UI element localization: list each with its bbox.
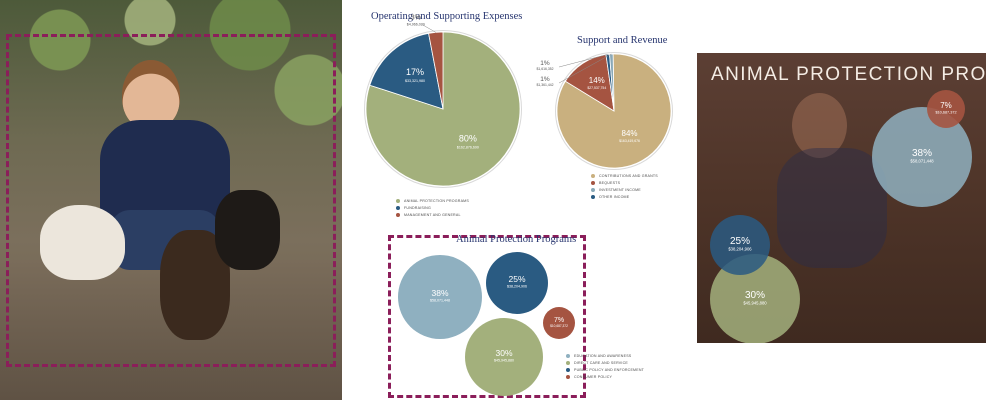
bubble xyxy=(927,90,965,128)
legend-swatch xyxy=(591,173,595,178)
overlay-title: ANIMAL PROTECTION PROGRAMS xyxy=(711,64,986,85)
leader-line xyxy=(421,24,436,33)
legend-swatch xyxy=(566,374,570,379)
slice-amount-label: $163,419,676 xyxy=(619,139,640,143)
pie-slice xyxy=(609,53,615,112)
slice-amount-label: $4,966,029 xyxy=(407,22,425,26)
programs-highlight-frame xyxy=(388,235,586,398)
bubble-percent-label: 38% xyxy=(431,288,448,298)
bubble xyxy=(710,215,770,275)
legend-item: Animal Protection Programs xyxy=(396,197,469,204)
slice-percent-label: 1% xyxy=(540,60,550,67)
legend-item: Contributions and Grants xyxy=(591,172,658,179)
slice-percent-label: 1% xyxy=(540,76,550,83)
expenses-legend: Animal Protection Programs Fundraising M… xyxy=(396,197,469,218)
overlay-photo-body xyxy=(777,148,887,268)
revenue-chart-title: Support and Revenue xyxy=(577,35,668,46)
bubble xyxy=(872,107,972,207)
bubble-percent-label: 25% xyxy=(508,274,525,284)
legend-label: Other Income xyxy=(599,194,630,199)
bubble-percent-label: 38% xyxy=(912,148,932,159)
bubble-amount-label: $38,204,906 xyxy=(728,247,752,252)
legend-label: Bequests xyxy=(599,180,621,185)
bubble xyxy=(710,254,800,343)
legend-swatch xyxy=(396,205,400,210)
legend-label: Education and Awareness xyxy=(574,353,632,358)
slice-amount-label: $33,321,980 xyxy=(405,79,425,83)
pie-outline xyxy=(364,30,522,188)
overlay-bubble-chart: 38%$58,071,448 30%$45,945,880 25%$38,204,9… xyxy=(710,90,972,343)
revenue-pie-chart: 84%$163,419,67614%$27,537,7541%$1,616,35… xyxy=(537,52,673,170)
legend-item: Other Income xyxy=(591,193,658,200)
legend-item: Management and General xyxy=(396,211,469,218)
programs-legend: Education and Awareness Direct Care and … xyxy=(566,352,644,380)
legend-item: Education and Awareness xyxy=(566,352,644,359)
legend-item: Direct Care and Service xyxy=(566,359,644,366)
bubble-percent-label: 30% xyxy=(745,290,765,301)
legend-item: Bequests xyxy=(591,179,658,186)
legend-swatch xyxy=(591,180,595,185)
bubble-percent-label: 25% xyxy=(730,236,750,247)
bubble-amount-label: $58,071,448 xyxy=(430,299,450,303)
slice-percent-label: 84% xyxy=(622,129,638,138)
legend-swatch xyxy=(566,353,570,358)
pie-outline xyxy=(555,52,673,170)
legend-swatch xyxy=(591,187,595,192)
slice-amount-label: $1,616,352 xyxy=(537,67,554,71)
bubble xyxy=(486,252,548,314)
leader-line xyxy=(558,54,608,68)
legend-swatch xyxy=(566,367,570,372)
legend-label: Consumer Policy xyxy=(574,374,613,379)
bubble xyxy=(465,318,543,396)
programs-bubble-chart: 38%$58,071,448 30%$45,945,880 25%$38,204,9… xyxy=(398,252,575,396)
bubble-percent-label: 7% xyxy=(940,101,952,110)
bubble-percent-label: 7% xyxy=(554,317,564,324)
slice-percent-label: 80% xyxy=(459,133,477,143)
legend-label: Management and General xyxy=(404,212,461,217)
pie-slice xyxy=(369,32,444,110)
programs-overlay-panel: ANIMAL PROTECTION PROGRAMS 38%$58,071,44… xyxy=(697,53,986,343)
revenue-legend: Contributions and Grants Bequests Invest… xyxy=(591,172,658,200)
bubble-percent-label: 30% xyxy=(495,348,512,358)
bubble-amount-label: $10,687,372 xyxy=(550,324,568,328)
slice-amount-label: $27,537,754 xyxy=(587,86,606,90)
legend-item: Public Policy and Enforcement xyxy=(566,366,644,373)
photo-white-puppy xyxy=(40,205,125,280)
legend-item: Consumer Policy xyxy=(566,373,644,380)
bubble-amount-label: $45,945,880 xyxy=(743,301,767,306)
legend-label: Public Policy and Enforcement xyxy=(574,367,645,372)
legend-label: Direct Care and Service xyxy=(574,360,628,365)
photo-black-puppy xyxy=(215,190,280,270)
legend-label: Investment Income xyxy=(599,187,641,192)
overlay-photo-head xyxy=(792,93,847,158)
bubble-amount-label: $38,204,906 xyxy=(507,285,527,289)
slice-percent-label: 3% xyxy=(411,14,421,21)
legend-swatch xyxy=(396,198,400,203)
hero-photo xyxy=(0,0,342,400)
bubble-amount-label: $10,687,372 xyxy=(935,110,956,114)
expenses-chart-title: Operating and Supporting Expenses xyxy=(371,11,523,22)
bubble-amount-label: $58,071,448 xyxy=(910,159,934,164)
slice-amount-label: $162,876,690 xyxy=(457,145,479,149)
slice-percent-label: 14% xyxy=(589,76,605,85)
bubble xyxy=(543,307,575,339)
photo-person-head xyxy=(122,60,180,130)
legend-swatch xyxy=(591,194,595,199)
slice-percent-label: 17% xyxy=(406,67,424,77)
bubble xyxy=(398,255,482,339)
legend-swatch xyxy=(566,360,570,365)
legend-label: Fundraising xyxy=(404,205,431,210)
legend-label: Animal Protection Programs xyxy=(404,198,469,203)
bubble-amount-label: $45,945,880 xyxy=(494,359,514,363)
leader-line xyxy=(558,53,612,84)
legend-swatch xyxy=(396,212,400,217)
programs-chart-title: Animal Protection Programs xyxy=(456,234,577,245)
slice-amount-label: $1,361,442 xyxy=(537,83,554,87)
legend-item: Fundraising xyxy=(396,204,469,211)
photo-highlight-frame xyxy=(6,34,336,367)
expenses-pie-chart: 80% $162,876,690 17% $33,321,980 3%$4,966,02… xyxy=(364,14,522,188)
legend-label: Contributions and Grants xyxy=(599,173,658,178)
legend-item: Investment Income xyxy=(591,186,658,193)
